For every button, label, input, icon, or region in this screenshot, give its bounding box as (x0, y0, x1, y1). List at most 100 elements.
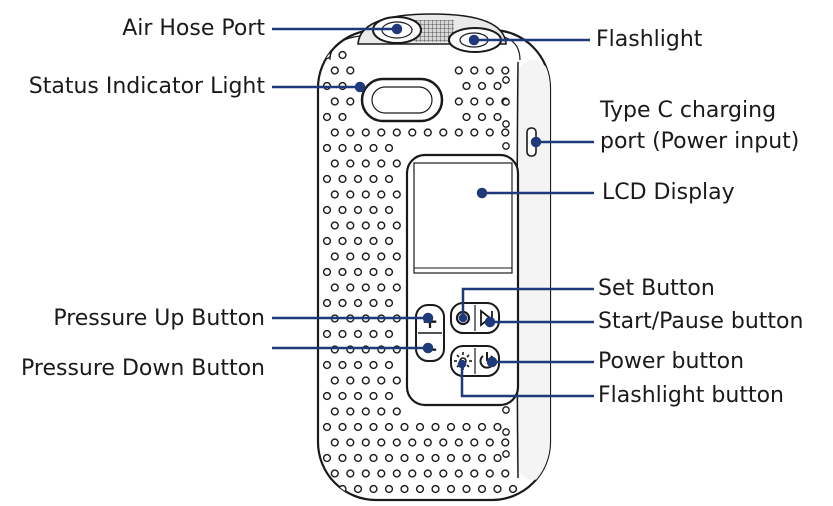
perforation-hole (346, 438, 355, 447)
perforation-hole (392, 469, 401, 478)
perforation-hole (384, 329, 394, 339)
perforation-hole (501, 128, 510, 137)
perforation-hole (353, 329, 363, 339)
perforation-hole (502, 120, 510, 128)
perforation-hole (477, 422, 487, 432)
perforation-hole (477, 484, 487, 494)
perforation-hole (384, 484, 394, 494)
perforation-hole (454, 438, 463, 447)
label-type-c-line2: port (Power input) (600, 129, 800, 154)
perforation-hole (361, 407, 370, 416)
perforation-hole (346, 97, 355, 106)
perforation-hole (470, 438, 479, 447)
perforation-hole (369, 329, 378, 339)
perforation-hole (322, 267, 332, 277)
perforation-hole (330, 438, 339, 447)
perforation-hole (361, 128, 370, 137)
perforation-hole (338, 143, 347, 153)
perforation-hole (501, 469, 510, 478)
perforation-hole (330, 407, 339, 416)
perforation-hole (384, 174, 394, 184)
perforation-hole (353, 453, 363, 463)
perforation-hole (439, 438, 448, 447)
perforation-hole (493, 422, 502, 432)
perforation-hole (408, 438, 417, 447)
perforation-hole (493, 484, 502, 494)
perforation-hole (353, 484, 363, 494)
perforation-hole (369, 453, 378, 463)
perforation-hole (338, 298, 347, 308)
perforation-hole (330, 190, 339, 199)
perforation-hole (501, 66, 510, 75)
perforation-hole (353, 143, 363, 153)
perforation-hole (431, 484, 440, 494)
perforation-hole (369, 174, 378, 184)
perforation-hole (392, 252, 401, 261)
perforation-hole (502, 76, 510, 84)
perforation-hole (501, 438, 510, 447)
perforation-hole (502, 428, 510, 436)
perforation-hole (400, 453, 409, 463)
label-status-indicator-light: Status Indicator Light (28, 74, 265, 99)
perforation-hole (346, 66, 355, 75)
perforation-hole (470, 97, 479, 106)
perforation-hole (408, 469, 417, 478)
perforation-hole (377, 190, 386, 199)
perforation-hole (338, 267, 347, 277)
perforation-hole (322, 205, 332, 215)
perforation-hole (377, 128, 386, 137)
perforation-hole (377, 438, 386, 447)
perforation-hole (346, 407, 355, 416)
perforation-hole (361, 190, 370, 199)
perforation-hole (439, 469, 448, 478)
perforation-hole (338, 391, 347, 401)
perforation-hole (346, 376, 355, 385)
perforation-hole (392, 159, 401, 168)
label-power-button: Power button (598, 349, 745, 374)
perforation-hole (338, 360, 347, 370)
perforation-hole (415, 453, 425, 463)
perforation-hole (384, 143, 394, 153)
perforation-hole (322, 329, 332, 339)
label-pressure-down-button: Pressure Down Button (21, 356, 265, 381)
perforation-hole (485, 66, 494, 75)
perforation-hole (485, 97, 494, 106)
perforation-hole (330, 221, 339, 230)
perforation-hole (454, 66, 463, 75)
perforation-hole (322, 174, 332, 184)
perforation-hole (338, 174, 347, 184)
lcd-display (413, 162, 513, 274)
perforation-hole (470, 469, 479, 478)
perforation-hole (508, 484, 518, 494)
perforation-hole (493, 81, 502, 91)
perforation-hole (346, 469, 355, 478)
perforation-hole (384, 453, 394, 463)
perforation-hole (369, 360, 378, 370)
perforation-hole (322, 236, 332, 246)
perforation-hole (369, 422, 378, 432)
perforation-hole (346, 221, 355, 230)
perforation-hole (415, 484, 425, 494)
leader-flashlight-button (460, 364, 594, 398)
perforation-hole (346, 252, 355, 261)
perforation-hole (384, 360, 394, 370)
perforation-hole (470, 66, 479, 75)
leader-lines (272, 23, 594, 398)
perforation-hole (361, 469, 370, 478)
perforation-hole (330, 469, 339, 478)
perforation-hole (361, 438, 370, 447)
perforation-hole (369, 143, 378, 153)
perforation-hole (346, 190, 355, 199)
perforation-hole (330, 376, 339, 385)
perforation-hole (446, 453, 456, 463)
label-type-c-line1: Type C charging (600, 98, 777, 123)
perforation-hole (493, 112, 502, 122)
perforation-hole (322, 484, 332, 494)
perforation-hole (502, 450, 510, 458)
perforation-hole (462, 453, 471, 463)
perforation-hole (384, 422, 394, 432)
perforation-hole (338, 112, 347, 122)
label-flashlight: Flashlight (596, 27, 703, 52)
perforation-hole (353, 360, 363, 370)
perforation-hole (485, 438, 494, 447)
